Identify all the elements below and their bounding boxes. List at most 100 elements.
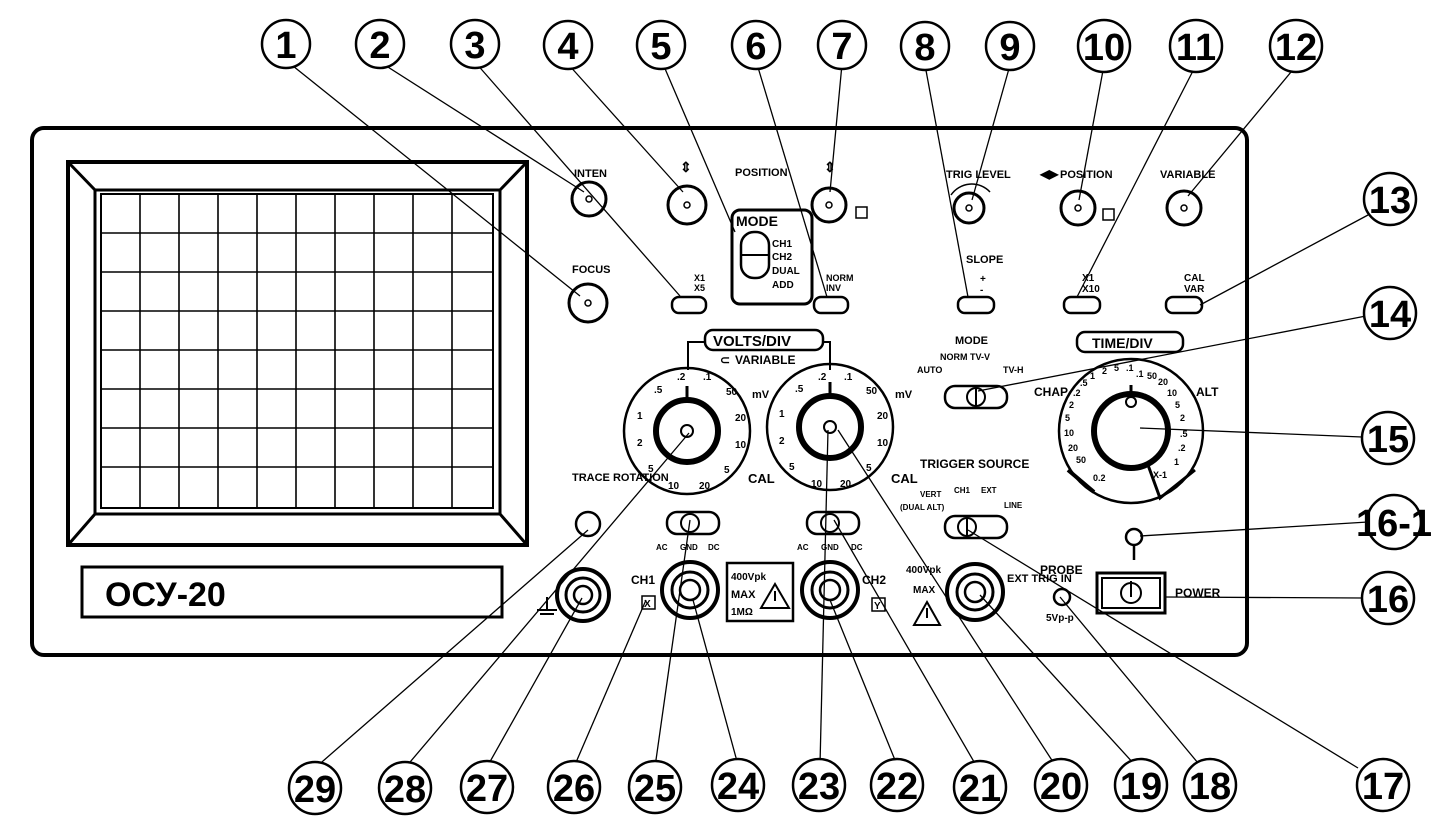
svg-text:1: 1 xyxy=(275,25,296,67)
callout-11: 11 xyxy=(1168,18,1224,74)
warning-max: MAX xyxy=(731,589,756,601)
time-div-dial[interactable] xyxy=(1057,357,1205,505)
ch1-gnd-label: GND xyxy=(680,543,698,552)
ch1-label: CH1 xyxy=(631,573,655,587)
callout-24: 24 xyxy=(710,757,766,813)
time-scale-3: 2 xyxy=(1102,366,1107,376)
time-scale-13: .2 xyxy=(1178,443,1186,453)
ch2-scale-6: 5 xyxy=(866,463,872,474)
callout-27: 27 xyxy=(459,759,515,815)
crt-graticule xyxy=(100,193,494,509)
cal-var-button[interactable] xyxy=(1164,295,1204,315)
volts-div-title-box xyxy=(703,328,825,352)
ch2-scale-3: 50 xyxy=(866,386,878,397)
chap-label: CHAP xyxy=(1034,385,1068,399)
cal-var-label-b: VAR xyxy=(1184,284,1205,295)
svg-text:12: 12 xyxy=(1275,27,1317,69)
svg-text:17: 17 xyxy=(1362,766,1404,808)
norm-inv-button[interactable] xyxy=(812,295,850,315)
vertical-mode-panel xyxy=(730,208,814,306)
ch1-input-bnc[interactable] xyxy=(660,560,720,620)
ext-trig-input-bnc[interactable] xyxy=(945,562,1005,622)
ch1-scale-0: .5 xyxy=(654,385,663,396)
trig-level-knob[interactable] xyxy=(952,191,986,225)
callout-1: 1 xyxy=(260,18,312,70)
time-scale-12: .5 xyxy=(1180,429,1188,439)
callout-8: 8 xyxy=(899,20,951,72)
time-scale-0: .2 xyxy=(1073,388,1081,398)
ch2-scale-8: 10 xyxy=(811,479,823,490)
sweep-x10-button[interactable] xyxy=(1062,295,1102,315)
focus-knob[interactable] xyxy=(567,282,609,324)
time-scale-6: .1 xyxy=(1136,369,1144,379)
ch2-scale-0: .5 xyxy=(795,384,804,395)
slope-button[interactable] xyxy=(956,295,996,315)
y-box-small xyxy=(855,206,868,219)
ch1-x-box-label: X xyxy=(644,599,651,610)
callout-2: 2 xyxy=(354,18,406,70)
power-label: POWER xyxy=(1175,586,1221,600)
mode-opt-add: ADD xyxy=(772,280,794,291)
ch1-x-box xyxy=(641,595,656,610)
probe-label: PROBE xyxy=(1040,563,1083,577)
sweep-variable-knob[interactable] xyxy=(1165,189,1203,227)
cal-var-label-a: CAL xyxy=(1184,273,1205,284)
callout-3: 3 xyxy=(449,18,501,70)
callout-14: 14 xyxy=(1362,285,1418,341)
mode-opt-dual: DUAL xyxy=(772,266,800,277)
callout-20: 20 xyxy=(1033,757,1089,813)
callout-18: 18 xyxy=(1182,757,1238,813)
time-div-title-box xyxy=(1075,330,1185,354)
mode-opt-ch2: CH2 xyxy=(772,252,792,263)
ch2-scale-10: 2 xyxy=(779,436,785,447)
ch1-volts-div-dial[interactable] xyxy=(622,366,752,496)
svg-text:4: 4 xyxy=(557,26,578,68)
time-scale-10: 5 xyxy=(1175,400,1180,410)
trigger-source-label: TRIGGER SOURCE xyxy=(920,457,1029,471)
g-variable-icon: ⊂ xyxy=(720,353,730,367)
svg-text:3: 3 xyxy=(464,25,485,67)
svg-text:14: 14 xyxy=(1369,294,1411,336)
ext-warning-triangle-icon xyxy=(912,599,942,626)
ch2-position-knob[interactable] xyxy=(810,186,848,224)
h-position-knob[interactable] xyxy=(1059,189,1097,227)
svg-text:11: 11 xyxy=(1176,27,1216,69)
probe-cal-terminal[interactable] xyxy=(1052,587,1072,607)
callout-25: 25 xyxy=(627,759,683,815)
alt-label: ALT xyxy=(1196,385,1219,399)
svg-text:26: 26 xyxy=(553,768,595,810)
ch2-position-arrow-icon: ⇕ xyxy=(824,159,836,175)
ground-icon xyxy=(537,597,557,615)
ch2-input-bnc[interactable] xyxy=(800,560,860,620)
svg-text:28: 28 xyxy=(384,769,426,811)
callout-19: 19 xyxy=(1113,757,1169,813)
ch2-scale-1: .2 xyxy=(818,372,827,383)
svg-text:20: 20 xyxy=(1040,766,1082,808)
svg-text:27: 27 xyxy=(466,768,508,810)
ch1-position-knob[interactable] xyxy=(666,184,708,226)
ground-terminal[interactable] xyxy=(555,567,611,623)
callout-5: 5 xyxy=(635,19,687,71)
slope-plus-label: + xyxy=(980,274,986,285)
x5-mag-button[interactable] xyxy=(670,295,708,315)
ch1-scale-7: 20 xyxy=(699,481,711,492)
time-scale-4: 5 xyxy=(1114,363,1119,373)
ext-warning-voltage: 400Vpk xyxy=(906,565,941,576)
time-scale-17: 10 xyxy=(1064,428,1074,438)
ch2-volts-div-dial[interactable] xyxy=(765,362,895,492)
mode-opt-ch1: CH1 xyxy=(772,239,792,250)
trace-rotation-screw[interactable] xyxy=(574,510,602,538)
time-scale-14: 1 xyxy=(1174,457,1179,467)
ch1-scale-9: 5 xyxy=(648,464,654,475)
svg-text:23: 23 xyxy=(798,766,840,808)
ch2-coupling-switch[interactable] xyxy=(805,510,861,536)
time-scale-1: .5 xyxy=(1080,378,1088,388)
power-indicator xyxy=(1124,527,1144,547)
svg-text:19: 19 xyxy=(1120,766,1162,808)
ch1-coupling-switch[interactable] xyxy=(665,510,721,536)
callout-16-1: 16-1 xyxy=(1356,493,1432,551)
time-scale-15: 2 xyxy=(1069,400,1074,410)
time-scale-5: .1 xyxy=(1126,363,1134,373)
callout-12: 12 xyxy=(1268,18,1324,74)
callout-26: 26 xyxy=(546,759,602,815)
